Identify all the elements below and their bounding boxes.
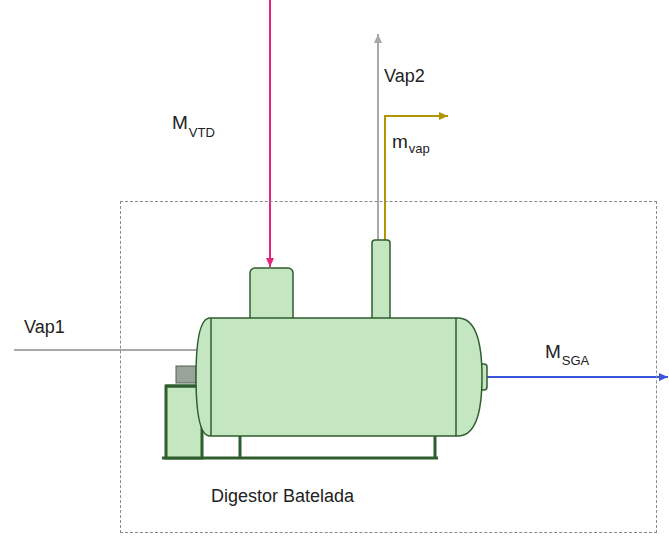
stream-subscript: vap: [409, 142, 430, 155]
sga-stream: [487, 376, 668, 378]
stream-symbol: M: [172, 113, 188, 132]
vessel-seam: [210, 318, 212, 436]
motor-box: [176, 366, 196, 383]
stream-symbol: m: [392, 132, 408, 151]
system-boundary: Digestor Batelada: [120, 201, 657, 533]
digester-vessel: [196, 318, 482, 436]
equipment-name: Digestor Batelada: [211, 487, 354, 505]
stream-name: Vap2: [384, 67, 425, 85]
vap1-stream: [14, 349, 208, 351]
vap2-stream: [377, 34, 379, 240]
vessel-seam: [455, 318, 457, 436]
stream-subscript: SGA: [562, 354, 589, 367]
stream-subscript: VTD: [189, 126, 215, 139]
vap-stream: [385, 116, 448, 240]
stream-symbol: M: [545, 342, 561, 361]
stream-name: Vap1: [24, 318, 65, 336]
vent-nozzle: [372, 240, 390, 330]
vtd-stream: [269, 0, 271, 267]
